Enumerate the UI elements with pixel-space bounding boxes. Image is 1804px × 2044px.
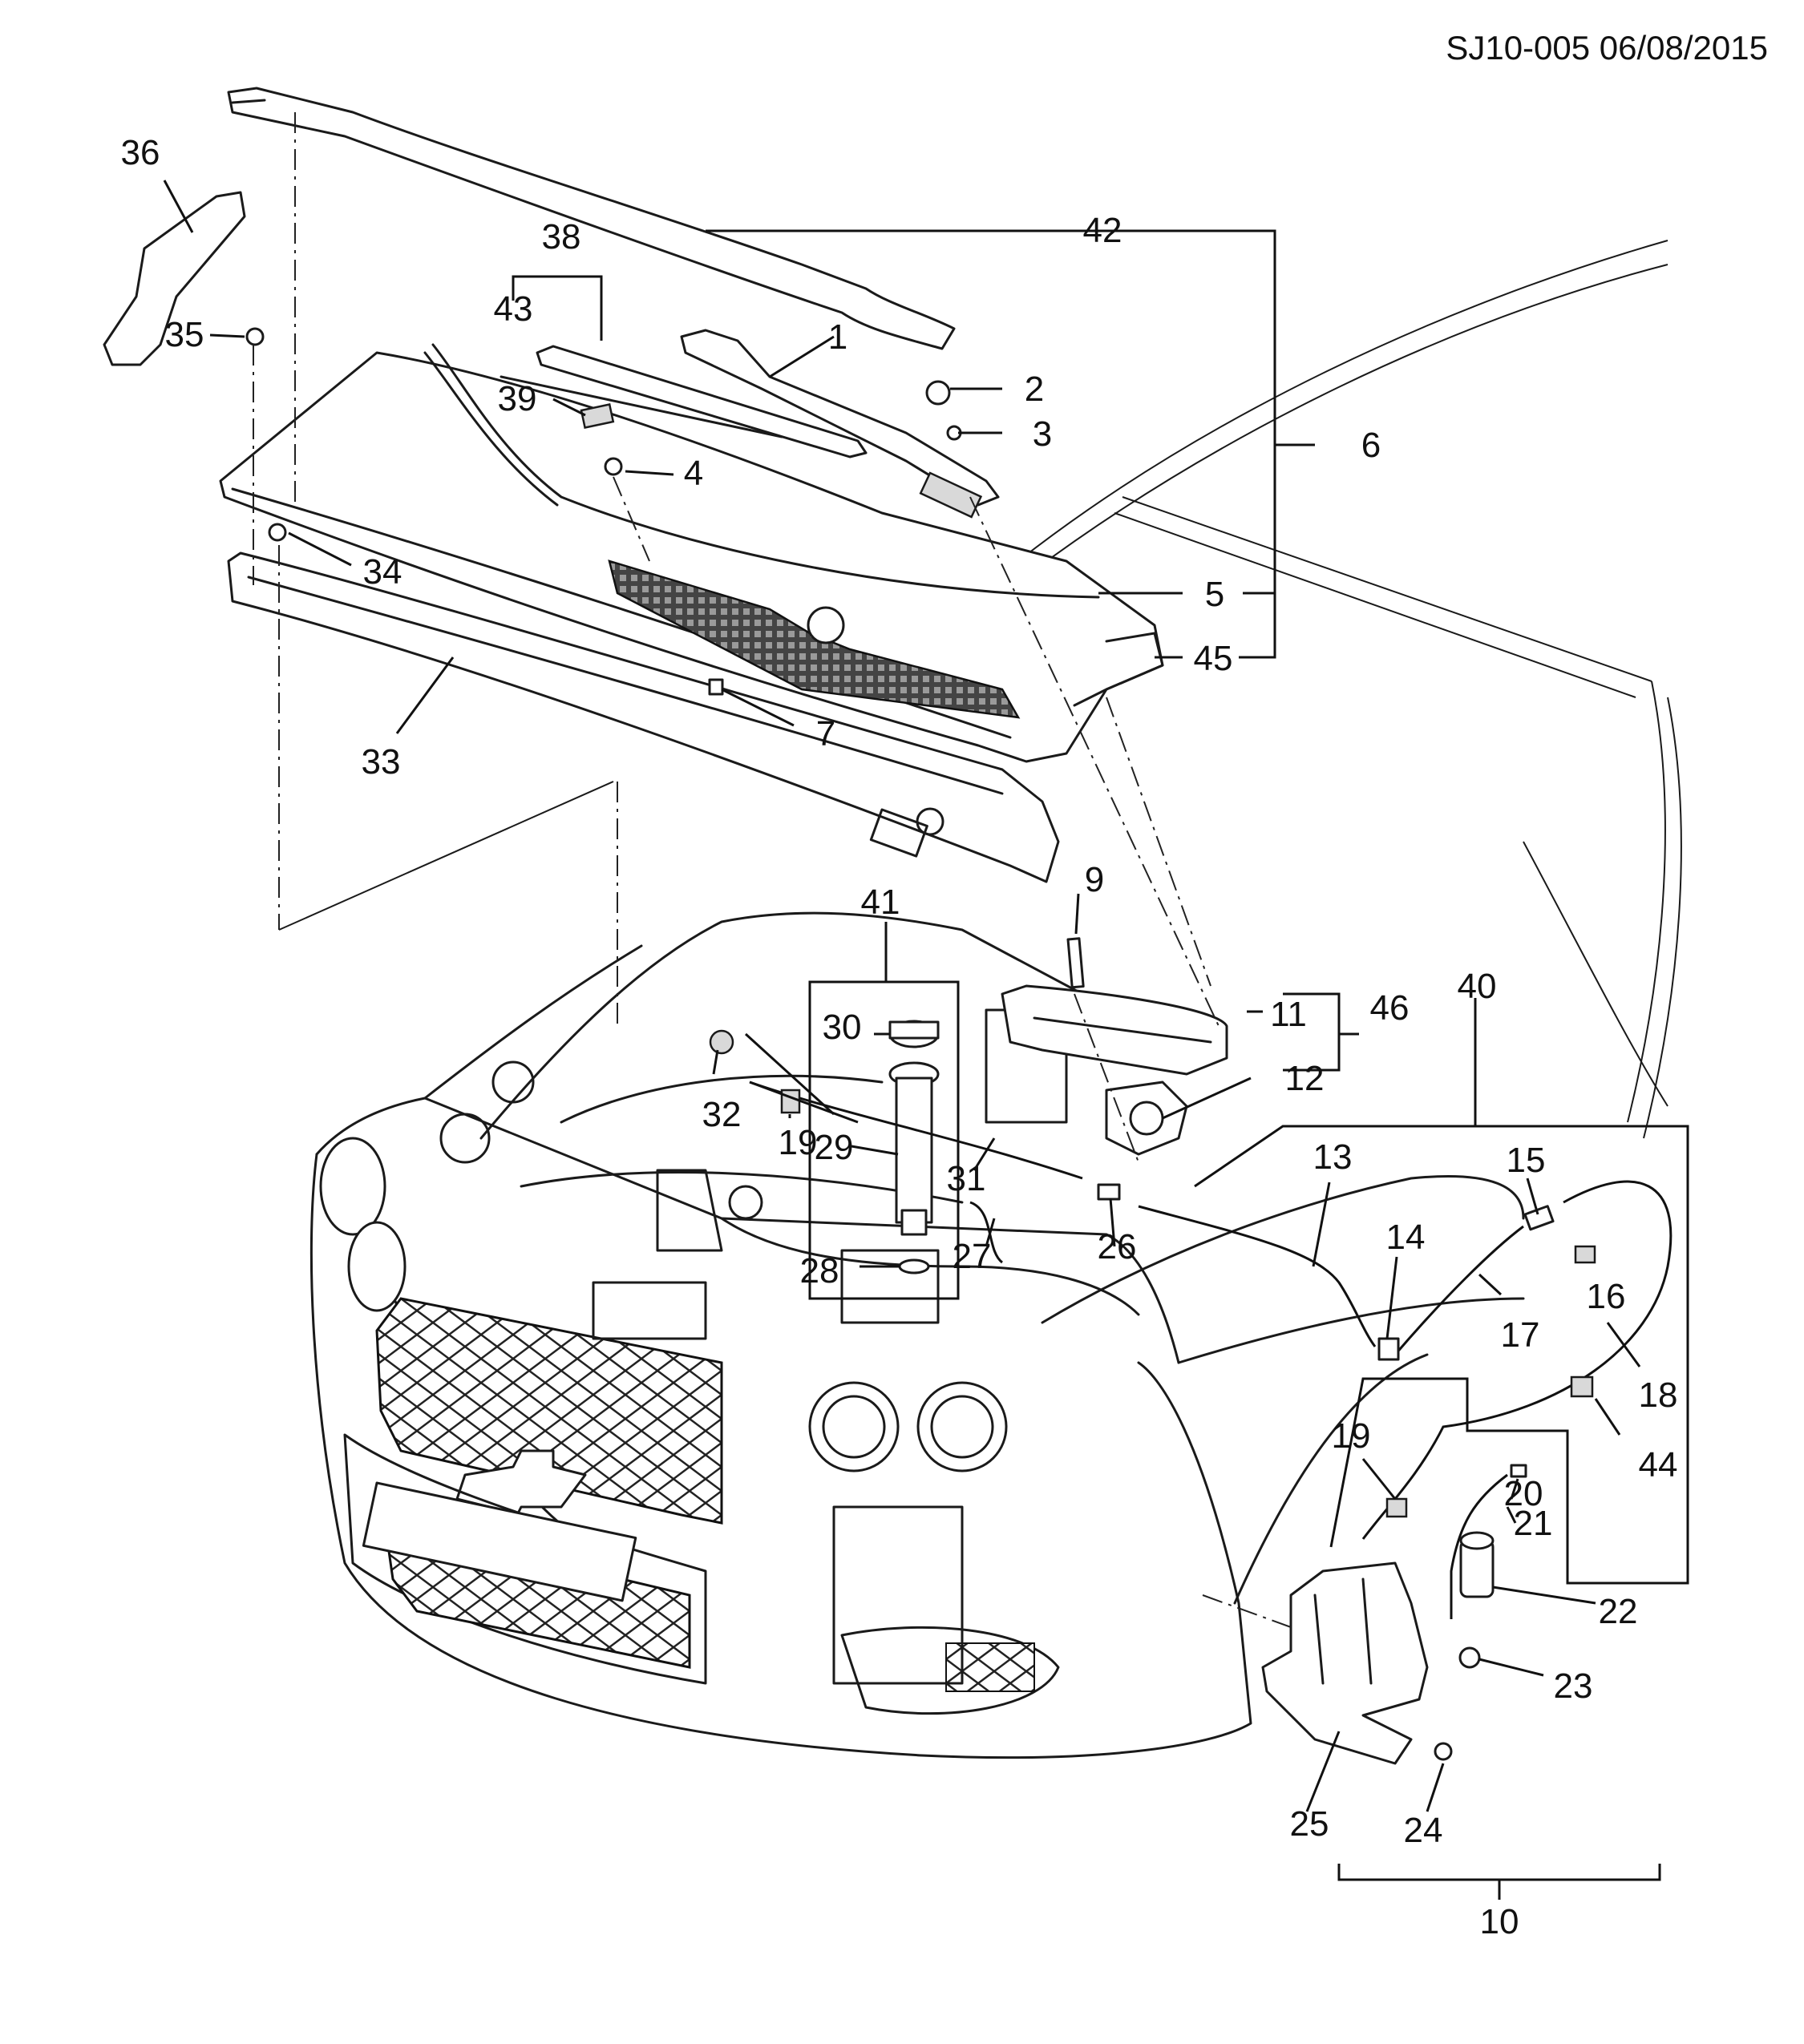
label-31: 31 <box>947 1159 986 1198</box>
label-33: 33 <box>362 742 401 782</box>
label-15: 15 <box>1507 1141 1546 1180</box>
label-16: 16 <box>1587 1277 1626 1316</box>
label-27: 27 <box>953 1237 992 1276</box>
label-29: 29 <box>815 1128 854 1167</box>
windshield-outline <box>1017 240 1682 1139</box>
washer-reservoir-25 <box>1261 1561 1429 1765</box>
label-26: 26 <box>1098 1227 1137 1266</box>
bolt-34 <box>268 523 287 542</box>
label-12: 12 <box>1285 1059 1325 1098</box>
air-inlet-panel-45 <box>219 351 1164 763</box>
label-23: 23 <box>1554 1666 1593 1706</box>
reference-bracket-33 <box>278 781 614 931</box>
label-44: 44 <box>1639 1445 1678 1485</box>
cowl-panel-33 <box>227 551 1060 883</box>
leader-lines <box>163 180 1689 1900</box>
label-42: 42 <box>1083 211 1122 250</box>
label-2: 2 <box>1025 370 1044 409</box>
label-25: 25 <box>1290 1804 1329 1844</box>
label-4: 4 <box>684 454 703 493</box>
label-14: 14 <box>1386 1218 1426 1257</box>
screw-35 <box>245 327 265 346</box>
clip-32 <box>709 1029 734 1055</box>
label-40: 40 <box>1458 967 1497 1006</box>
wiper-blade-43 <box>500 345 868 458</box>
wiper-arm-1 <box>680 329 1000 519</box>
hose-13 <box>1138 1205 1377 1347</box>
bolt-9 <box>1066 937 1085 989</box>
label-17: 17 <box>1501 1315 1540 1355</box>
label-20: 20 <box>1504 1474 1543 1513</box>
grommet-24 <box>1434 1742 1453 1761</box>
label-5: 5 <box>1205 575 1224 614</box>
nozzle-20 <box>1510 1464 1527 1478</box>
label-10: 10 <box>1480 1902 1519 1941</box>
label-32: 32 <box>702 1095 742 1134</box>
label-24: 24 <box>1404 1811 1443 1850</box>
vehicle-front-body <box>309 911 1525 1759</box>
label-22: 22 <box>1599 1592 1638 1631</box>
connector-15 <box>1523 1205 1555 1231</box>
connector-14 <box>1377 1337 1400 1361</box>
alignment-lines <box>253 112 1292 1628</box>
label-43: 43 <box>494 289 533 329</box>
label-34: 34 <box>363 552 402 592</box>
label-36: 36 <box>121 133 160 172</box>
nut-4 <box>604 457 623 476</box>
label-19-right: 19 <box>1332 1416 1371 1456</box>
filler-tube-29 <box>888 1061 940 1236</box>
callout-labels: 36 35 34 33 38 43 39 4 1 2 3 42 6 5 45 7… <box>121 133 1678 1941</box>
clip-16 <box>1574 1245 1596 1264</box>
seal-28 <box>898 1258 930 1274</box>
label-7: 7 <box>816 714 835 753</box>
weatherstrip-5 <box>431 343 1100 599</box>
label-3: 3 <box>1033 414 1052 454</box>
hose-21 <box>1450 1473 1508 1619</box>
clip-19-left <box>780 1089 801 1114</box>
clip-19-right <box>1385 1497 1408 1518</box>
label-6: 6 <box>1361 426 1381 465</box>
hose-17 <box>1393 1225 1524 1355</box>
label-41: 41 <box>861 883 900 922</box>
label-35: 35 <box>165 315 204 354</box>
washer-pump-22 <box>1459 1531 1495 1598</box>
wiper-transmission-11 <box>1001 984 1228 1076</box>
label-38: 38 <box>542 217 581 257</box>
cap-nut-2 <box>925 380 951 406</box>
clip-7 <box>708 678 724 696</box>
wiper-motor-12 <box>1105 1081 1188 1156</box>
check-valve-26 <box>1097 1183 1121 1201</box>
label-19-left: 19 <box>779 1123 818 1162</box>
label-21: 21 <box>1514 1504 1553 1543</box>
label-1: 1 <box>828 317 847 357</box>
hose-27 <box>969 1201 1004 1264</box>
side-cover-36 <box>103 191 246 366</box>
label-13: 13 <box>1313 1137 1353 1177</box>
label-46: 46 <box>1370 988 1410 1028</box>
cowl-trim-42 <box>227 87 956 350</box>
hose-18 <box>1361 1180 1673 1540</box>
grommet-23 <box>1458 1646 1481 1669</box>
label-30: 30 <box>823 1008 862 1047</box>
label-28: 28 <box>800 1251 839 1291</box>
label-18: 18 <box>1639 1375 1678 1415</box>
diagram-code: SJ10-005 06/08/2015 <box>1446 29 1768 67</box>
label-9: 9 <box>1085 860 1104 899</box>
cap-39 <box>580 403 615 430</box>
label-45: 45 <box>1194 639 1233 678</box>
filler-cap-30 <box>888 1020 940 1048</box>
clip-44 <box>1570 1375 1594 1398</box>
label-39: 39 <box>498 379 537 418</box>
label-11: 11 <box>1270 995 1307 1034</box>
